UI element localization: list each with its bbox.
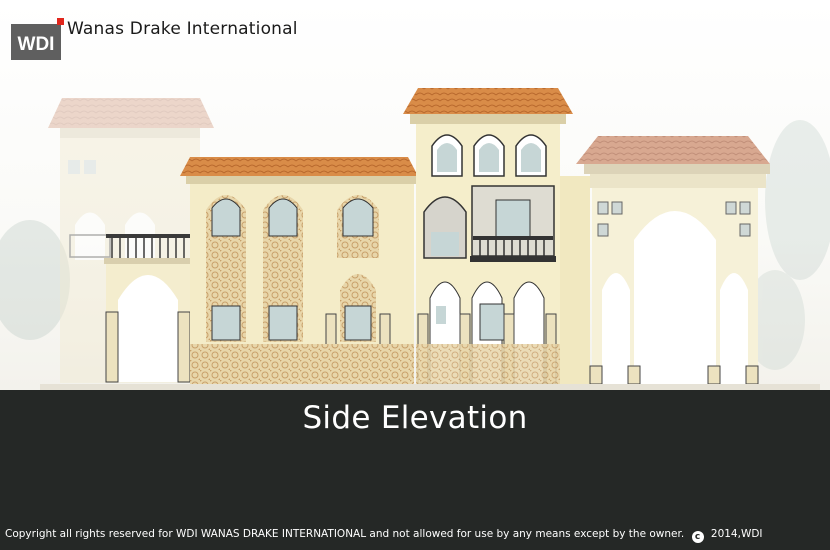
background-trees: [0, 120, 830, 370]
copyright-text: Copyright all rights reserved for WDI WA…: [5, 528, 685, 540]
building-elevation-drawing: [0, 88, 830, 390]
wdi-logo-mark: WDI: [11, 18, 64, 60]
ground-line: [40, 384, 820, 390]
copyright-notice: Copyright all rights reserved for WDI WA…: [5, 528, 830, 543]
company-name: Wanas Drake International: [67, 19, 298, 39]
connector-wall: [560, 176, 590, 384]
drawing-title: Side Elevation: [302, 400, 528, 436]
logo-mark-text: WDI: [18, 34, 55, 55]
tall-windows: [206, 195, 379, 342]
company-logo: WDI Wanas Drake International: [8, 14, 308, 62]
side-elevation-illustration: [0, 0, 830, 390]
caption-band: [0, 390, 830, 550]
copyright-symbol-icon: c: [691, 531, 704, 543]
main-block: [180, 157, 418, 385]
copyright-year-owner: 2014,WDI: [710, 528, 763, 540]
tower: [403, 88, 573, 385]
right-pavilion: [576, 136, 770, 385]
left-balcony: [104, 234, 194, 383]
